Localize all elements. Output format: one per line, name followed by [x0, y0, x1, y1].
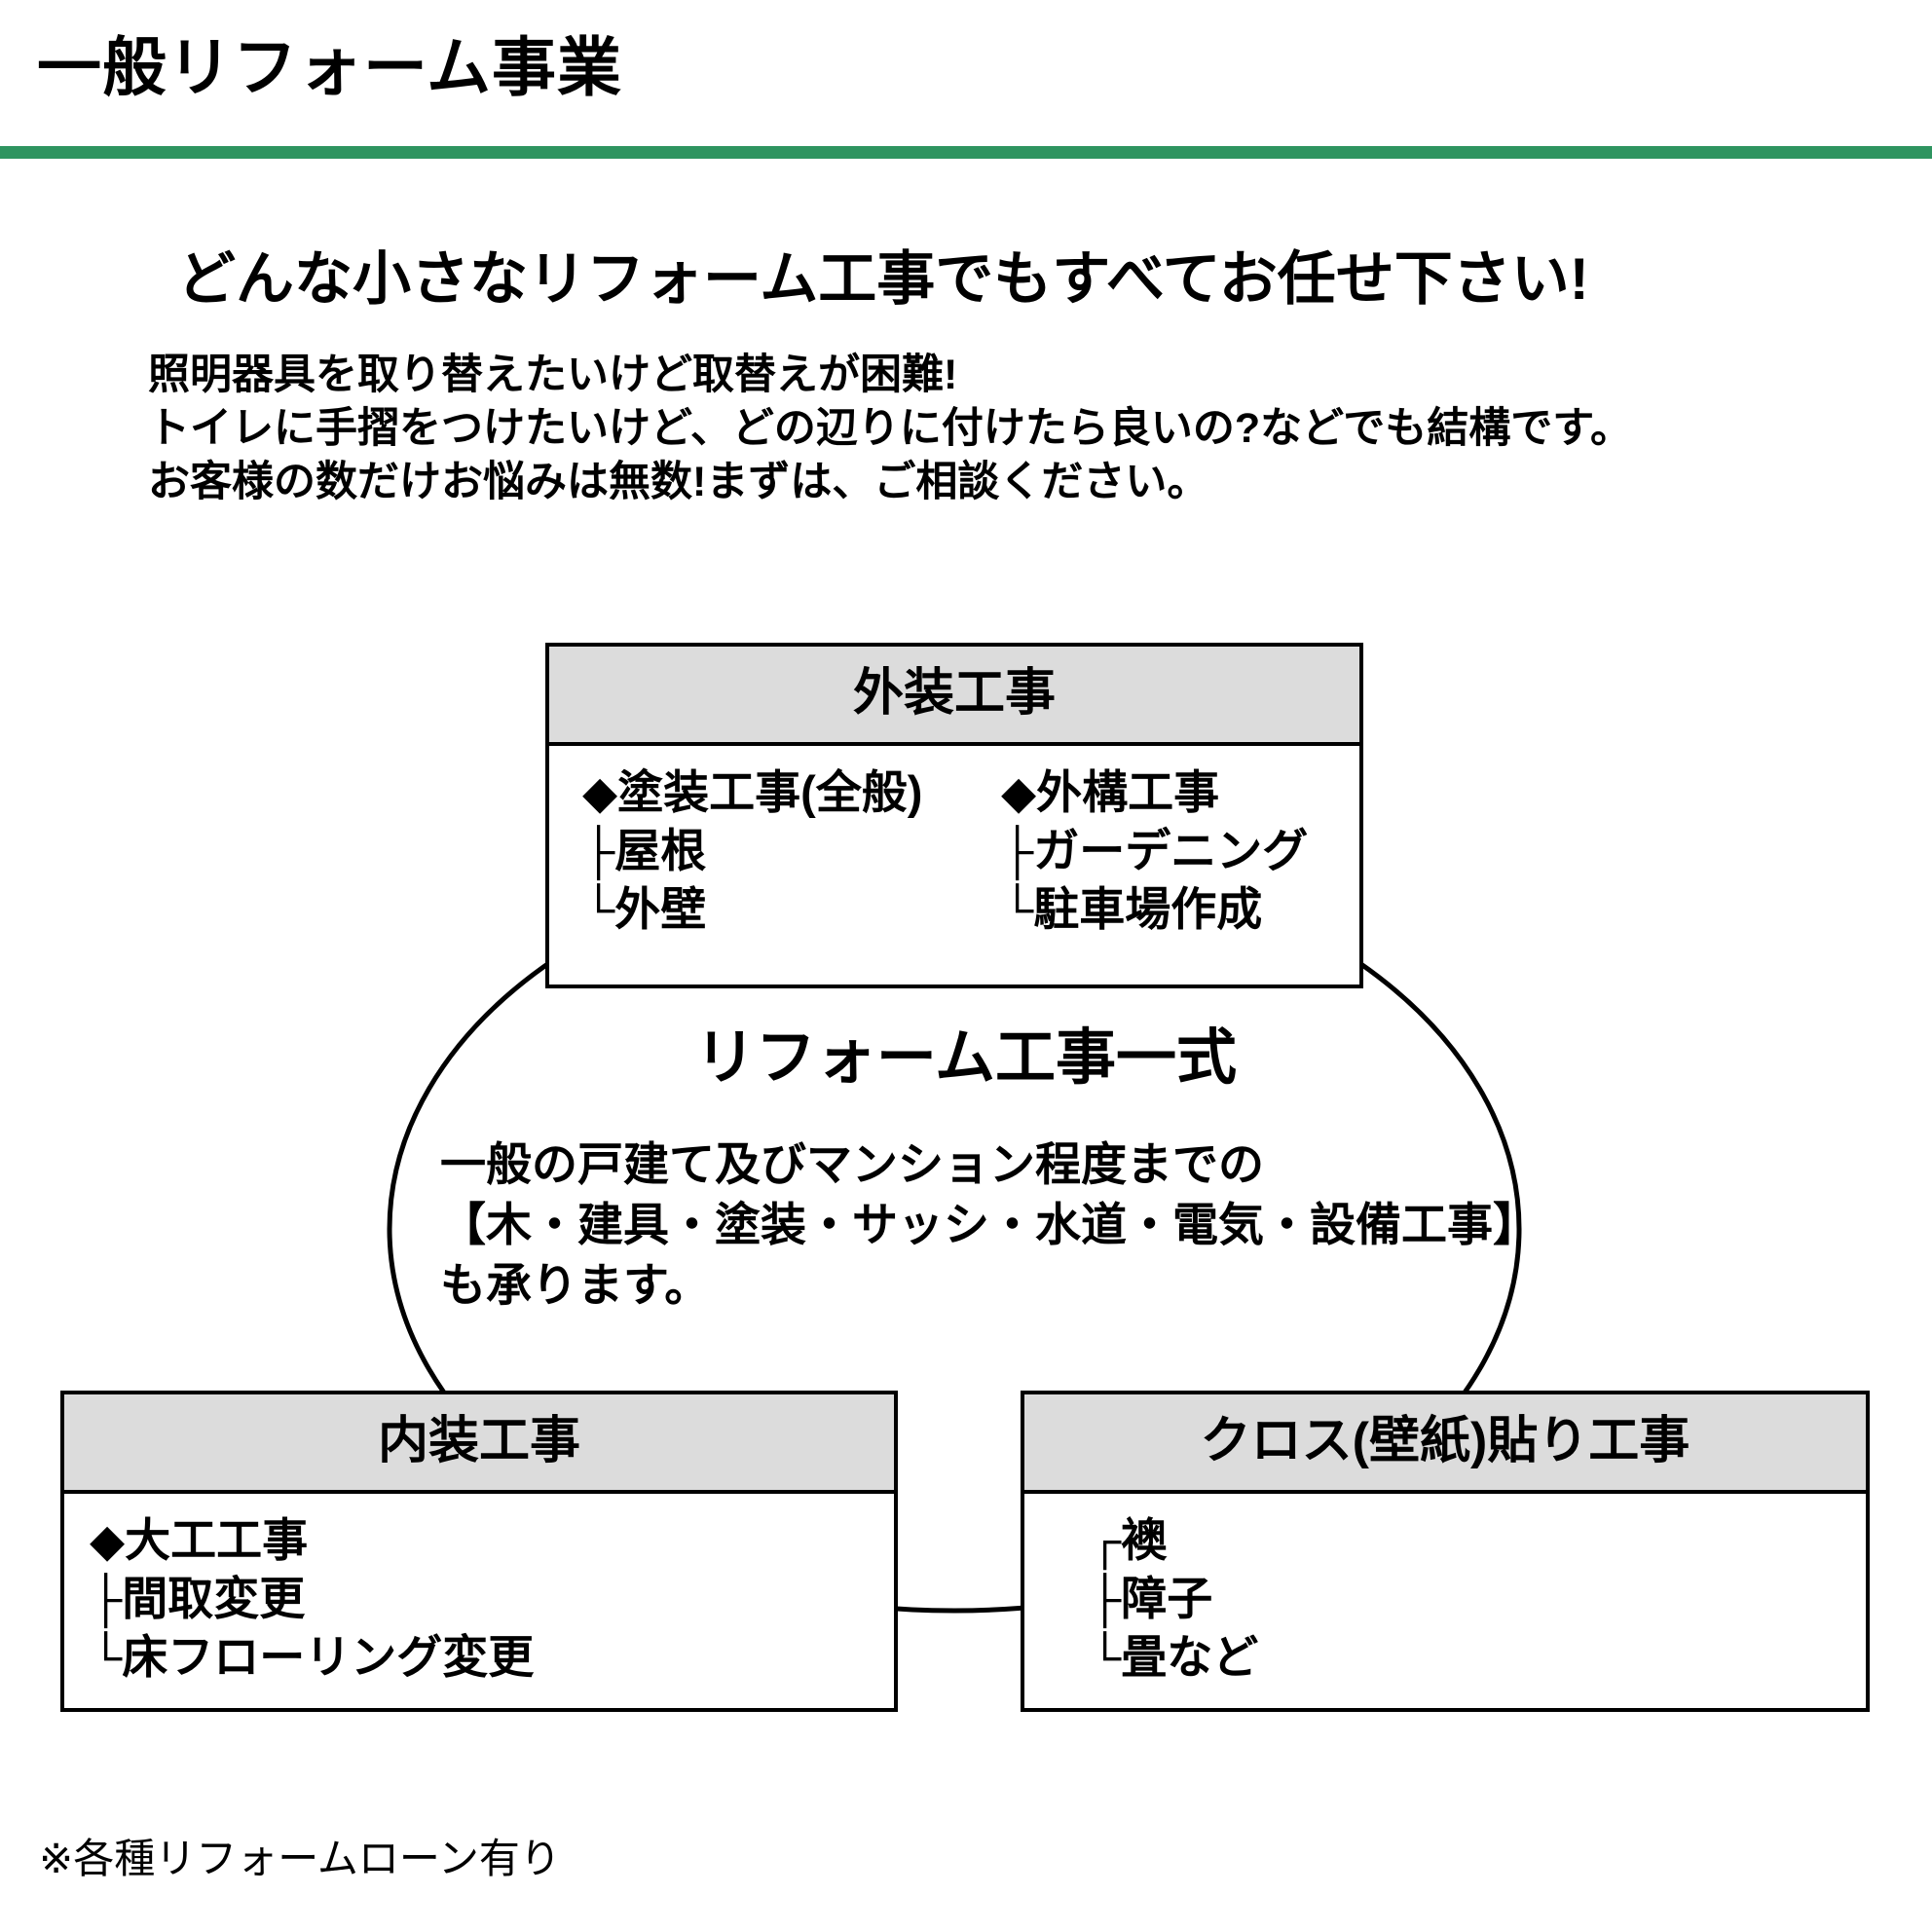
center-line-2: 【木・建具・塗装・サッシ・水道・電気・設備工事】: [440, 1199, 1539, 1250]
node-exterior-header: 外装工事: [549, 647, 1359, 746]
list-item: ├障子: [1089, 1573, 1213, 1624]
intro-line-1: 照明器具を取り替えたいけど取替えが困難!: [148, 352, 958, 398]
intro-line-3: お客様の数だけお悩みは無数!まずは、ご相談ください。: [148, 459, 1209, 505]
node-interior-body: ◆大工工事 ├間取変更 └床フローリング変更: [64, 1494, 894, 1696]
footer-note: ※各種リフォームローン有り: [39, 1836, 561, 1881]
list-item: ◆塗装工事(全般): [582, 766, 923, 818]
node-wallpaper-column-1: ┌襖 ├障子 └畳など: [1089, 1511, 1258, 1687]
list-item: ◆大工工事: [90, 1514, 309, 1566]
node-exterior-works[interactable]: 外装工事 ◆塗装工事(全般) ├屋根 └外壁 ◆外構工事 ├ガーデニング └駐車…: [545, 643, 1363, 988]
node-exterior-body: ◆塗装工事(全般) ├屋根 └外壁 ◆外構工事 ├ガーデニング └駐車場作成: [549, 746, 1359, 948]
intro-paragraph: 照明器具を取り替えたいけど取替えが困難! トイレに手摺をつけたいけど、どの辺りに…: [148, 349, 1632, 509]
list-item: ◆外構工事: [1001, 766, 1220, 818]
node-exterior-column-1: ◆塗装工事(全般) ├屋根 └外壁: [582, 763, 1001, 939]
list-item: ┌襖: [1089, 1514, 1168, 1566]
node-wallpaper-works[interactable]: クロス(壁紙)貼り工事 ┌襖 ├障子 └畳など: [1021, 1391, 1870, 1712]
node-interior-header: 内装工事: [64, 1394, 894, 1494]
node-wallpaper-header: クロス(壁紙)貼り工事: [1024, 1394, 1866, 1494]
node-exterior-column-2: ◆外構工事 ├ガーデニング └駐車場作成: [1001, 763, 1308, 939]
node-interior-works[interactable]: 内装工事 ◆大工工事 ├間取変更 └床フローリング変更: [60, 1391, 898, 1712]
center-title: リフォーム工事一式: [694, 1024, 1238, 1092]
list-item: ├ガーデニング: [1001, 825, 1309, 876]
center-description: 一般の戸建て及びマンション程度までの 【木・建具・塗装・サッシ・水道・電気・設備…: [440, 1134, 1539, 1316]
list-item: ├間取変更: [90, 1573, 306, 1624]
page-title: 一般リフォーム事業: [37, 31, 623, 103]
headline-text: どんな小さなリフォーム工事でもすべてお任せ下さい!: [177, 246, 1589, 312]
list-item: └駐車場作成: [1001, 883, 1263, 935]
list-item: ├屋根: [582, 825, 707, 876]
header-divider-rule: [0, 146, 1932, 159]
list-item: └床フローリング変更: [90, 1631, 535, 1683]
center-line-3: も承ります。: [440, 1259, 711, 1311]
list-item: └外壁: [582, 883, 707, 935]
node-interior-column-1: ◆大工工事 ├間取変更 └床フローリング変更: [90, 1511, 534, 1687]
center-line-1: 一般の戸建て及びマンション程度までの: [440, 1138, 1264, 1190]
list-item: └畳など: [1089, 1631, 1259, 1683]
intro-line-2: トイレに手摺をつけたいけど、どの辺りに付けたら良いの?などでも結構です。: [148, 405, 1632, 452]
node-wallpaper-body: ┌襖 ├障子 └畳など: [1024, 1494, 1866, 1696]
